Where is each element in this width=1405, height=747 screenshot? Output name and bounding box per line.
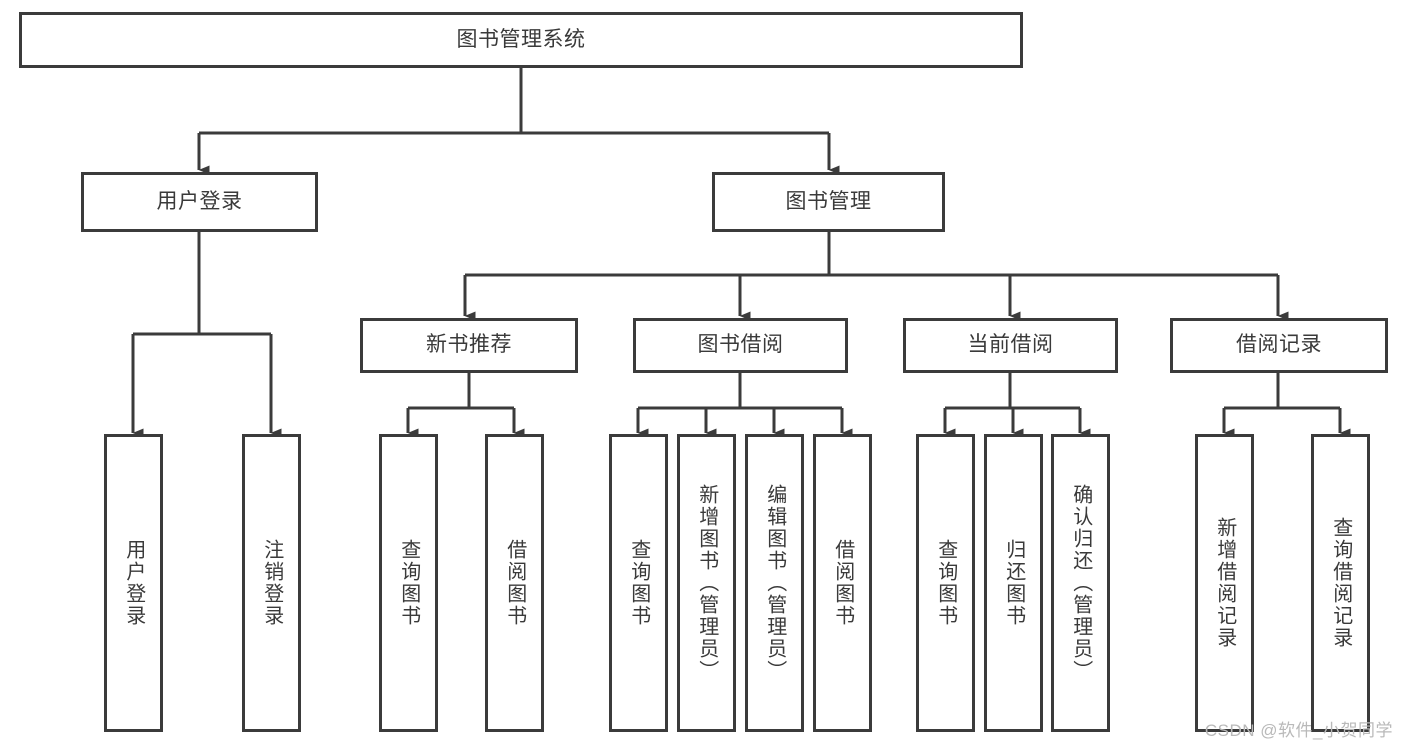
node-leaf-borrow-book-recommend[interactable]: 借阅图书 bbox=[485, 434, 544, 732]
node-borrow-record[interactable]: 借阅记录 bbox=[1170, 318, 1388, 373]
csdn-watermark: CSDN @软件_小贺同学 bbox=[1204, 721, 1393, 740]
node-leaf-add-borrow-record-label: 新增借阅记录 bbox=[1213, 517, 1236, 649]
node-leaf-edit-book-admin[interactable]: 编辑图书（管理员） bbox=[745, 434, 804, 732]
node-leaf-borrow-book[interactable]: 借阅图书 bbox=[813, 434, 872, 732]
node-book-borrow-label: 图书借阅 bbox=[697, 333, 784, 357]
node-leaf-query-borrow-record-label: 查询借阅记录 bbox=[1329, 517, 1352, 649]
node-borrow-record-label: 借阅记录 bbox=[1236, 333, 1322, 357]
node-leaf-borrow-book-label: 借阅图书 bbox=[831, 539, 854, 627]
node-root-system-label: 图书管理系统 bbox=[456, 27, 586, 51]
node-leaf-confirm-return-admin-label: 确认归还（管理员） bbox=[1069, 484, 1092, 682]
node-new-book-recommend[interactable]: 新书推荐 bbox=[360, 318, 578, 373]
node-leaf-query-book-recommend[interactable]: 查询图书 bbox=[379, 434, 438, 732]
node-leaf-query-book-current[interactable]: 查询图书 bbox=[916, 434, 975, 732]
node-book-management[interactable]: 图书管理 bbox=[712, 172, 945, 232]
node-leaf-query-book-borrow[interactable]: 查询图书 bbox=[609, 434, 668, 732]
node-user-login[interactable]: 用户登录 bbox=[81, 172, 318, 232]
node-leaf-user-login[interactable]: 用户登录 bbox=[104, 434, 163, 732]
node-leaf-query-borrow-record[interactable]: 查询借阅记录 bbox=[1311, 434, 1370, 732]
node-new-book-recommend-label: 新书推荐 bbox=[426, 333, 512, 357]
node-leaf-confirm-return-admin[interactable]: 确认归还（管理员） bbox=[1051, 434, 1110, 732]
node-leaf-return-book[interactable]: 归还图书 bbox=[984, 434, 1043, 732]
node-leaf-query-book-recommend-label: 查询图书 bbox=[397, 539, 420, 627]
node-leaf-query-book-current-label: 查询图书 bbox=[934, 539, 957, 627]
node-user-login-label: 用户登录 bbox=[156, 189, 243, 213]
node-leaf-logout-label: 注销登录 bbox=[260, 539, 283, 627]
node-leaf-add-borrow-record[interactable]: 新增借阅记录 bbox=[1195, 434, 1254, 732]
node-leaf-logout[interactable]: 注销登录 bbox=[242, 434, 301, 732]
node-leaf-edit-book-admin-label: 编辑图书（管理员） bbox=[763, 484, 786, 682]
node-leaf-add-book-admin-label: 新增图书（管理员） bbox=[695, 484, 718, 682]
node-leaf-add-book-admin[interactable]: 新增图书（管理员） bbox=[677, 434, 736, 732]
node-leaf-query-book-borrow-label: 查询图书 bbox=[627, 539, 650, 627]
node-leaf-user-login-label: 用户登录 bbox=[122, 539, 145, 627]
node-current-borrow[interactable]: 当前借阅 bbox=[903, 318, 1118, 373]
node-root-system[interactable]: 图书管理系统 bbox=[19, 12, 1023, 68]
node-current-borrow-label: 当前借阅 bbox=[967, 333, 1054, 357]
node-leaf-return-book-label: 归还图书 bbox=[1002, 539, 1025, 627]
node-book-management-label: 图书管理 bbox=[785, 189, 872, 213]
node-book-borrow[interactable]: 图书借阅 bbox=[633, 318, 848, 373]
node-leaf-borrow-book-recommend-label: 借阅图书 bbox=[503, 539, 526, 627]
